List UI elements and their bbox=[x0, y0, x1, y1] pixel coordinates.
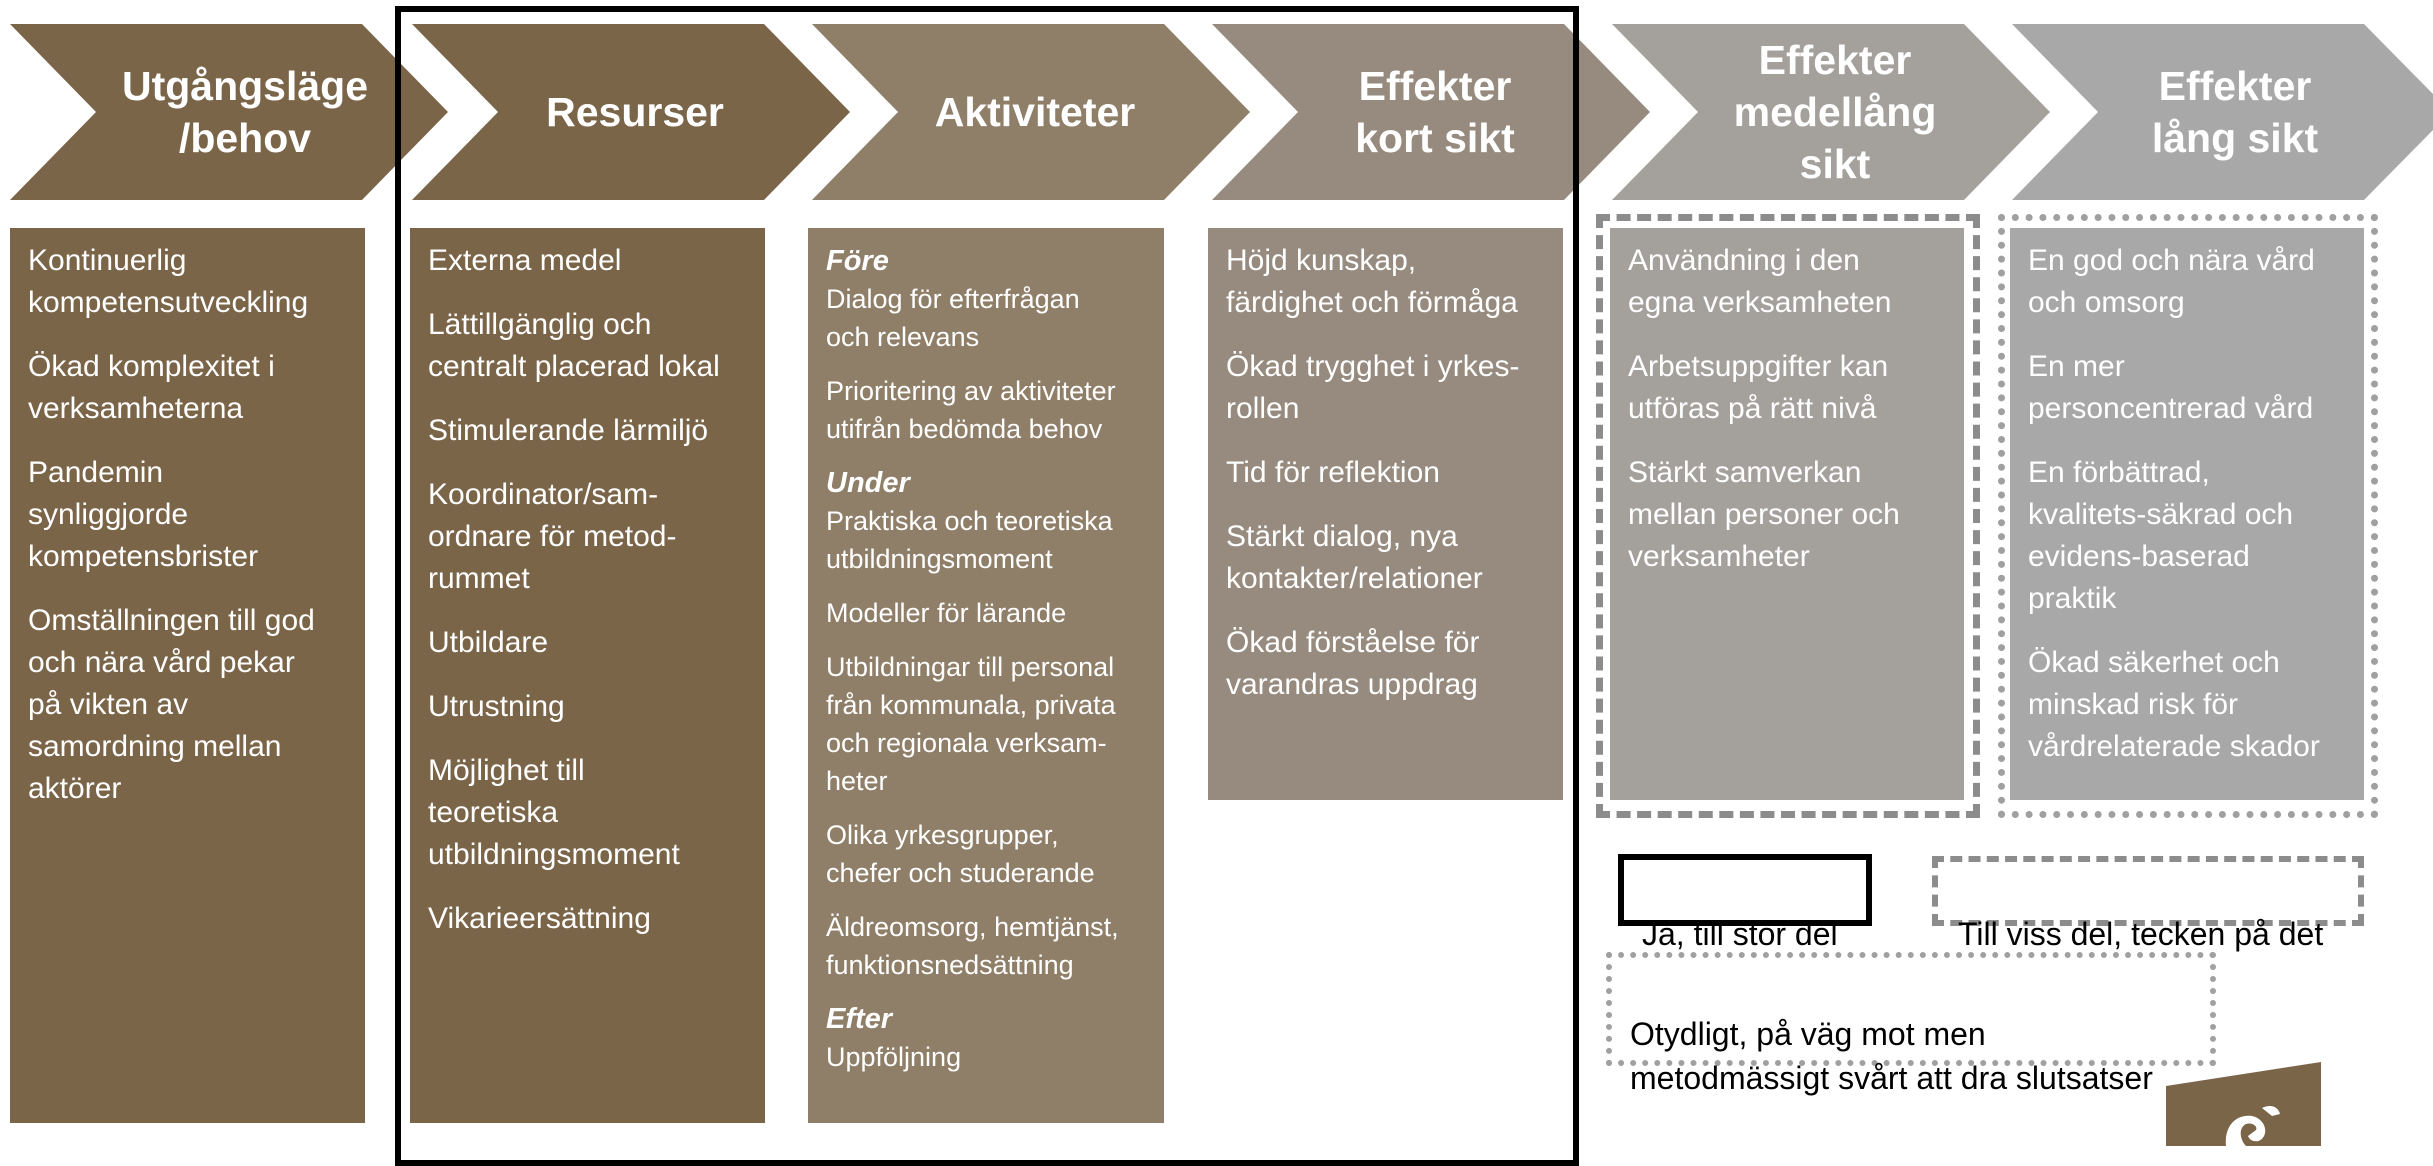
resurser-item: Lättillgänglig och centralt placerad lok… bbox=[428, 308, 720, 383]
legend-dotted: Otydligt, på väg mot men metodmässigt sv… bbox=[1606, 952, 2216, 1096]
kort-item: Höjd kunskap, färdighet och förmåga bbox=[1226, 244, 1518, 319]
chevron-shape-behov bbox=[10, 24, 448, 200]
kort-item: Ökad förståelse för varandras uppdrag bbox=[1226, 626, 1480, 701]
medel-item: Stärkt samverkan mellan personer och ver… bbox=[1628, 456, 1900, 573]
stage-label-resurser: Resurser bbox=[546, 89, 724, 135]
stage-resurser: Resurser bbox=[500, 24, 770, 200]
stage-label-kort: Effekter kort sikt bbox=[1355, 63, 1515, 161]
medel-item: Användning i den egna verksamheten bbox=[1628, 244, 1892, 319]
phase-heading-fore: Före bbox=[826, 245, 889, 277]
aktivitet-item: Äldreomsorg, hemtjänst, funktionsnedsätt… bbox=[826, 912, 1119, 980]
behov-item: Kontinuerlig kompetensutveckling bbox=[28, 244, 309, 319]
chevron-shape-lang bbox=[2012, 24, 2433, 200]
dotted-frame-unclear-evidence bbox=[1998, 214, 2378, 818]
stage-behov: Utgångsläge /behov bbox=[100, 24, 390, 200]
kort-item: Tid för reflektion bbox=[1226, 456, 1440, 489]
stage-aktiviteter: Aktiviteter bbox=[900, 24, 1170, 200]
column-kort: Höjd kunskap, färdighet och förmåga Ökad… bbox=[1208, 228, 1563, 800]
stage-kort: Effekter kort sikt bbox=[1300, 24, 1570, 200]
resurser-item: Vikarieersättning bbox=[428, 902, 651, 935]
legend-solid-label: Ja, till stor del bbox=[1642, 916, 1838, 952]
kort-item: Ökad trygghet i yrkes- rollen bbox=[1226, 350, 1520, 425]
chevron-arrows bbox=[10, 24, 2433, 200]
aktivitet-item: Modeller för lärande bbox=[826, 598, 1067, 628]
lang-item: En förbättrad, kvalitets-säkrad och evid… bbox=[2028, 456, 2294, 615]
logo bbox=[2166, 1062, 2321, 1146]
lang-item: En mer personcentrerad vård bbox=[2028, 350, 2314, 425]
resurser-item: Koordinator/sam- ordnare för metod- rumm… bbox=[428, 478, 677, 595]
column-behov: Kontinuerlig kompetensutveckling Ökad ko… bbox=[10, 228, 365, 1123]
aktivitet-item: Olika yrkesgrupper, chefer och studerand… bbox=[826, 820, 1095, 888]
chevron-shape-resurser bbox=[412, 24, 850, 200]
solid-frame-strong-evidence bbox=[395, 6, 1579, 1166]
legend-dashed: Till viss del, tecken på det bbox=[1932, 856, 2364, 952]
legend-dotted-label: Otydligt, på väg mot men metodmässigt sv… bbox=[1630, 1016, 2153, 1096]
resurser-item: Utrustning bbox=[428, 690, 565, 723]
resurser-item: Utbildare bbox=[428, 626, 549, 659]
legend-solid: Ja, till stor del bbox=[1618, 854, 1872, 952]
kort-item: Stärkt dialog, nya kontakter/relationer bbox=[1226, 520, 1483, 595]
chevron-shape-medel bbox=[1612, 24, 2050, 200]
dashed-frame-some-evidence bbox=[1596, 214, 1980, 818]
resurser-item: Möjlighet till teoretiska utbildningsmom… bbox=[428, 754, 680, 871]
lang-item: En god och nära vård och omsorg bbox=[2028, 244, 2315, 319]
stage-label-lang: Effekter lång sikt bbox=[2151, 63, 2319, 161]
behov-item: Ökad komplexitet i verksamheterna bbox=[28, 350, 275, 425]
column-lang: En god och nära vård och omsorg En mer p… bbox=[2010, 228, 2364, 800]
chevron-shape-aktiviteter bbox=[812, 24, 1250, 200]
aktivitet-item: Praktiska och teoretiska utbildningsmome… bbox=[826, 506, 1113, 574]
aktivitet-item: Prioritering av aktiviteter utifrån bedö… bbox=[826, 376, 1116, 444]
column-aktiviteter: Före Dialog för efterfrågan och relevans… bbox=[808, 228, 1164, 1123]
logo-mark-icon bbox=[2225, 1106, 2280, 1146]
stage-medel: Effekter medellång sikt bbox=[1700, 24, 1970, 200]
aktivitet-item: Uppföljning bbox=[826, 1042, 962, 1072]
aktivitet-item: Utbildningar till personal från kommunal… bbox=[826, 652, 1116, 796]
behov-item: Omställningen till god och nära vård pek… bbox=[28, 604, 315, 805]
stage-lang: Effekter lång sikt bbox=[2100, 24, 2370, 200]
phase-heading-under: Under bbox=[826, 467, 910, 499]
stage-label-behov: Utgångsläge /behov bbox=[121, 63, 369, 161]
stage-label-aktiviteter: Aktiviteter bbox=[934, 89, 1136, 135]
resurser-item: Stimulerande lärmiljö bbox=[428, 414, 709, 447]
chevron-shape-kort bbox=[1212, 24, 1650, 200]
aktivitet-item: Dialog för efterfrågan och relevans bbox=[826, 284, 1080, 352]
resurser-item: Externa medel bbox=[428, 244, 622, 277]
phase-heading-efter: Efter bbox=[826, 1003, 893, 1035]
column-medel: Användning i den egna verksamheten Arbet… bbox=[1610, 228, 1964, 800]
behov-item: Pandemin synliggjorde kompetensbrister bbox=[28, 456, 259, 573]
lang-item: Ökad säkerhet och minskad risk för vårdr… bbox=[2028, 646, 2320, 763]
medel-item: Arbetsuppgifter kan utföras på rätt nivå bbox=[1628, 350, 1889, 425]
legend-dashed-label: Till viss del, tecken på det bbox=[1958, 916, 2324, 952]
column-resurser: Externa medel Lättillgänglig och central… bbox=[410, 228, 765, 1123]
stage-label-medel: Effekter medellång sikt bbox=[1733, 37, 1937, 187]
